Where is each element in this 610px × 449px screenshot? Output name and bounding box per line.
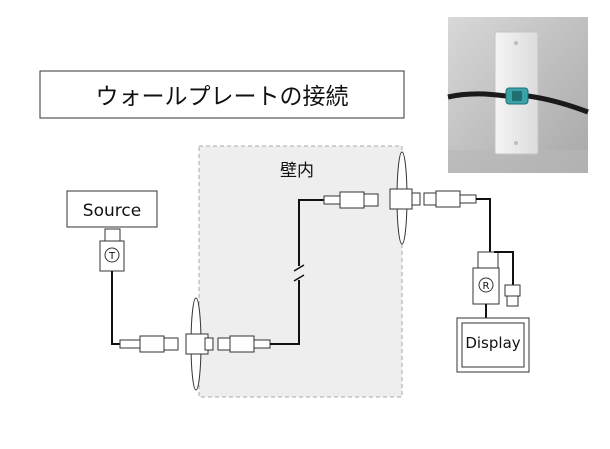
receiver-module: R <box>472 251 500 305</box>
receiver-symbol: R <box>483 281 490 292</box>
in-wall-label: 壁内 <box>280 161 314 181</box>
diagram-title: ウォールプレートの接続 <box>96 84 349 110</box>
display-device: Display <box>456 317 530 373</box>
plug-right-upper <box>423 190 477 208</box>
wall-plate-lower <box>185 297 214 391</box>
source-device: Source <box>66 190 158 228</box>
wall-plate-photo <box>447 17 589 173</box>
transmitter-symbol: T <box>108 251 116 262</box>
cable-break-mark <box>293 264 305 282</box>
plug-left-lower <box>119 335 179 353</box>
title-box: ウォールプレートの接続 <box>39 70 405 119</box>
plug-left-upper <box>323 191 379 209</box>
cable-to-receiver <box>476 198 491 252</box>
source-label: Source <box>83 201 141 221</box>
cable-source-to-lower-plate <box>111 271 120 345</box>
transmitter-module: T <box>99 228 125 272</box>
receiver-power-connector <box>494 251 521 307</box>
wall-plate-upper <box>389 151 421 245</box>
display-label: Display <box>465 334 520 352</box>
